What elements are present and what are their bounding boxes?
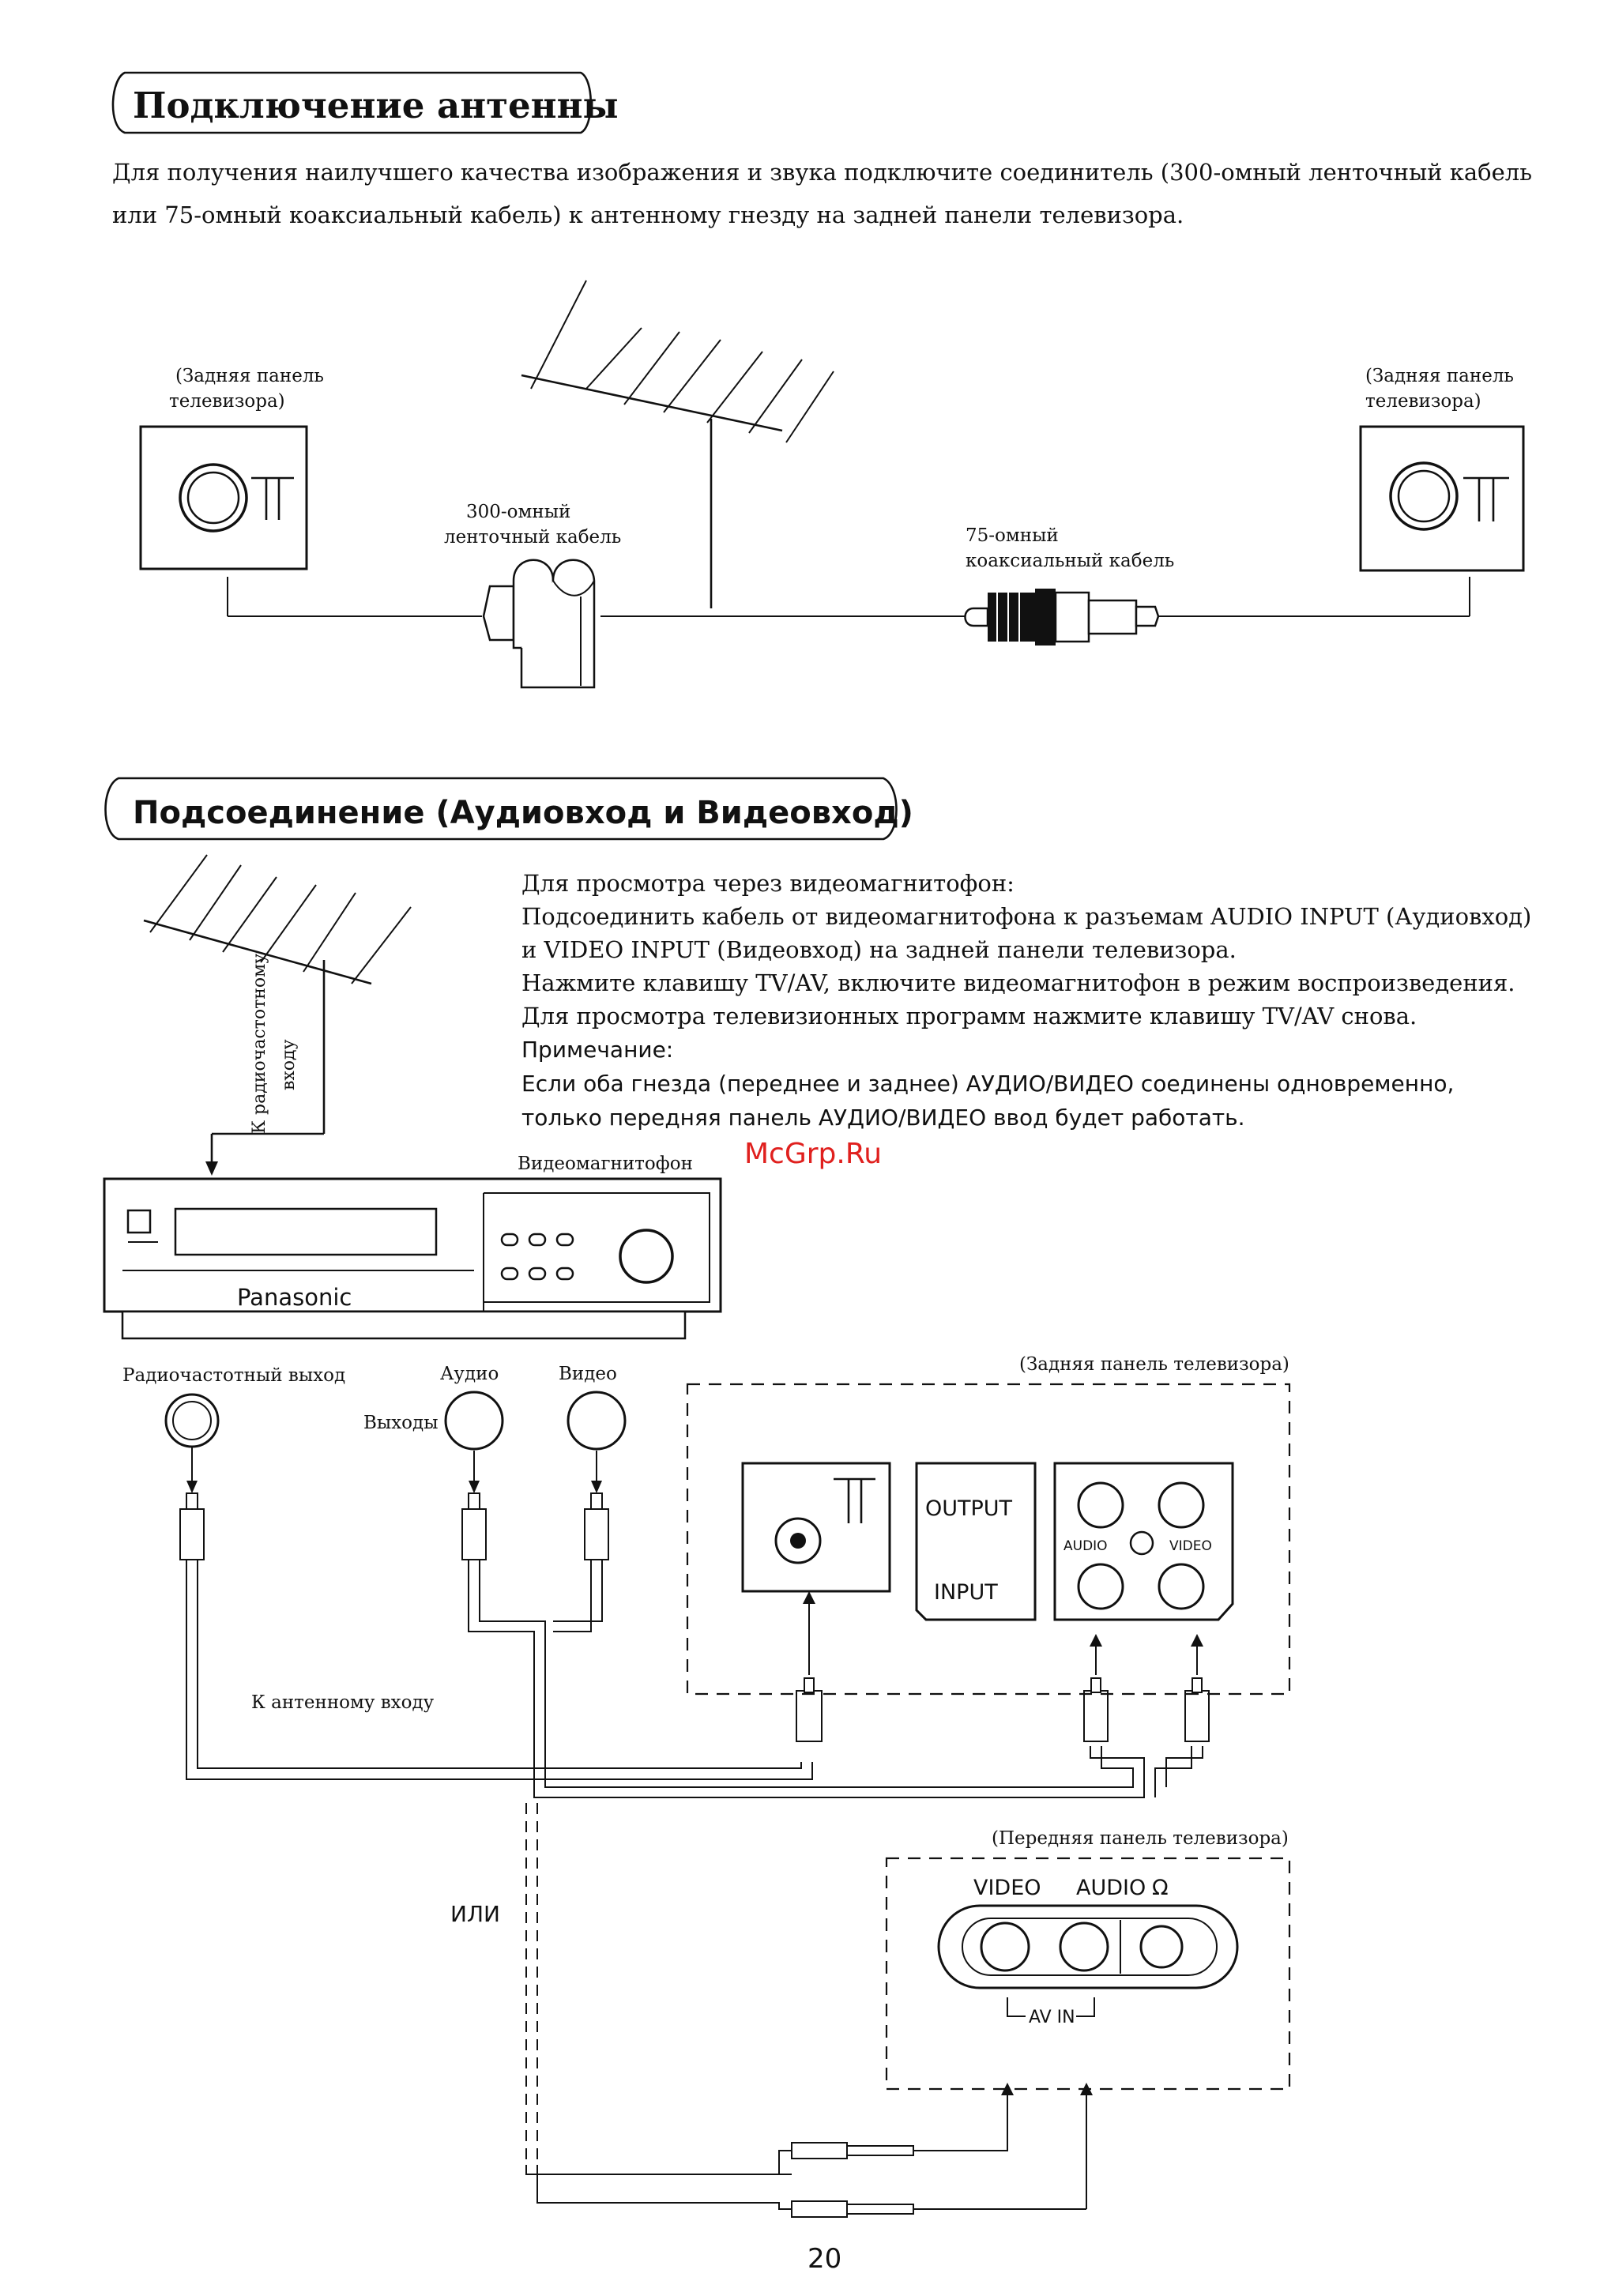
ribbon-cable-connector-icon [482,559,596,689]
front-audio-label: AUDIO [1076,1876,1146,1900]
av-input-audio-jack-icon [1077,1563,1124,1610]
note-line1: Если оба гнезда (переднее и заднее) АУДИ… [521,1071,1454,1097]
section2-line-4: Нажмите клавишу TV/AV, включите видеомаг… [521,969,1515,996]
section2-title-frame [104,777,898,841]
cable300-label-line2: ленточный кабель [444,527,621,548]
left-panel-label-line1: (Задняя панель [175,366,324,386]
vcr-power-icon [126,1209,152,1234]
section2-line-3: и VIDEO INPUT (Видеовход) на задней пане… [521,936,1237,963]
audio-cable-plug-icon [461,1492,487,1560]
front-audio-plug-icon [791,2200,848,2218]
section1-title: Подключение антенны [133,85,619,126]
front-video-label: VIDEO [973,1876,1041,1900]
video-out-label: Видео [559,1364,617,1384]
input-label: INPUT [934,1580,998,1605]
section2-line-5: Для просмотра телевизионных программ наж… [521,1003,1417,1029]
rf-cable-plug-icon [179,1492,205,1560]
section2-line-2: Подсоединить кабель от видеомагнитофона … [521,903,1531,930]
cable300-label-line1: 300-омный [466,502,570,522]
av-in-label: AV IN [1029,2008,1075,2027]
jack-audio-label: AUDIO [1063,1538,1108,1554]
rf-in-label-line2: входу [279,1039,299,1090]
rf-in-label-line1: К радиочастотному [250,954,269,1134]
rf-out-label: Радиочастотный выход [122,1365,345,1386]
front-video-plug-icon [791,2142,848,2159]
right-terminal-icon [1463,476,1509,521]
rf-cable [186,1560,813,1780]
audio-out-label: Аудио [440,1364,499,1384]
front-audio-jack-icon [1059,1921,1109,1972]
av-cable-video [553,1560,592,1632]
page-number: 20 [808,2243,841,2275]
right-panel-label-line2: телевизора) [1365,391,1481,412]
in-out-label-block [915,1462,1037,1621]
left-terminal-icon [251,476,294,520]
av-output-audio-jack-icon [1077,1481,1124,1529]
rear-rf-plug-icon [796,1690,823,1742]
front-video-jack-icon [980,1921,1030,1972]
rear-audio-plug-icon [1083,1690,1109,1742]
headphone-icon: Ω [1152,1876,1169,1900]
rear-video-plug-icon [1184,1690,1210,1742]
rear-panel-label: (Задняя панель телевизора) [1019,1354,1289,1375]
vcr-device: Panasonic [103,1177,722,1340]
av-output-video-jack-icon [1158,1481,1205,1529]
yagi-antenna-icon [521,280,834,608]
section1-text-line1: Для получения наилучшего качества изобра… [112,159,1532,186]
left-panel-label-line2: телевизора) [169,391,285,412]
cable75-label-line2: коаксиальный кабель [966,551,1174,571]
section1-text-line2: или 75-омный коаксиальный кабель) к анте… [112,201,1184,228]
cable75-label-line1: 75-омный [966,525,1059,546]
av-cable-audio [468,1560,1145,1798]
jack-video-label: VIDEO [1169,1538,1212,1554]
headphone-jack-icon [1139,1925,1184,1969]
audio-out-jack-icon [444,1391,504,1451]
tv-rear-panel [686,1383,1291,1696]
note-label: Примечание: [521,1037,673,1063]
section2-title: Подсоединение (Аудиовход и Видеовход) [133,795,913,831]
vcr-cassette-slot [174,1207,438,1256]
to-antenna-label: К антенному входу [251,1692,435,1713]
note-line2: только передняя панель АУДИО/ВИДЕО ввод … [521,1105,1245,1131]
vcr-antenna-icon [143,854,412,1176]
av-input-video-jack-icon [1158,1563,1205,1610]
vcr-label: Видеомагнитофон [518,1154,693,1174]
vcr-brand: Panasonic [237,1284,352,1311]
video-out-jack-icon [567,1391,627,1451]
coax-connector-icon [964,589,1160,646]
section1-title-frame [111,71,593,134]
watermark: McGrp.Ru [744,1138,882,1170]
right-panel-label-line1: (Задняя панель [1365,366,1514,386]
video-cable-plug-icon [584,1492,609,1560]
vcr-dial-icon [619,1229,674,1284]
section2-line-1: Для просмотра через видеомагнитофон: [521,870,1015,897]
front-panel-label: (Передняя панель телевизора) [992,1828,1289,1849]
output-label: OUTPUT [925,1496,1013,1521]
outputs-label: Выходы [363,1413,439,1433]
or-label: ИЛИ [450,1901,500,1927]
